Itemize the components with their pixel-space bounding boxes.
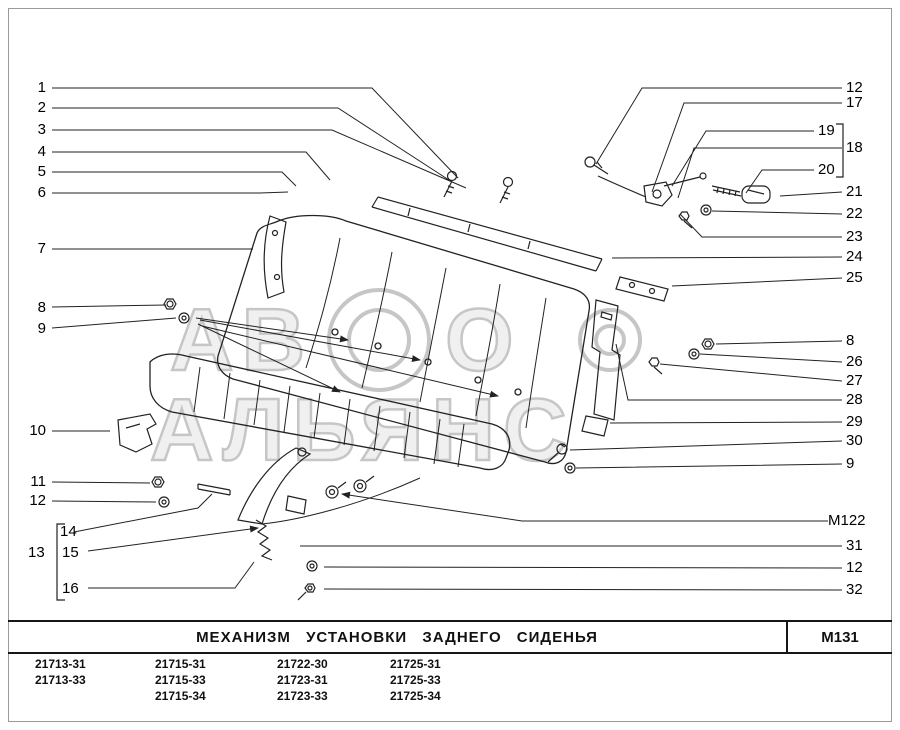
callout-right-32: 32 xyxy=(846,581,863,598)
watermark-text-o: О xyxy=(444,290,522,389)
diagram-title: МЕХАНИЗМ УСТАНОВКИ ЗАДНЕГО СИДЕНЬЯ xyxy=(196,628,598,646)
callout-right-20: 20 xyxy=(818,161,835,178)
leader-lines xyxy=(51,87,843,591)
models-column-1: 21713-31 21713-33 xyxy=(35,656,86,688)
callout-right-9: 9 xyxy=(846,455,855,472)
callout-left-5: 5 xyxy=(37,163,46,180)
callout-right-29: 29 xyxy=(846,413,863,430)
model-number: 21725-33 xyxy=(390,673,441,687)
callout-right-22: 22 xyxy=(846,205,863,222)
callout-left-6: 6 xyxy=(37,184,46,201)
callout-left-16: 16 xyxy=(62,580,79,597)
watermark-text-alyans: АЛЬЯНС xyxy=(149,380,575,479)
page-border xyxy=(8,8,892,722)
top-rail xyxy=(371,170,603,272)
callout-right-30: 30 xyxy=(846,432,863,449)
watermark-ring-icon xyxy=(577,308,642,372)
callout-right-12b: 12 xyxy=(846,559,863,576)
callout-right-25: 25 xyxy=(846,269,863,286)
callout-right-21: 21 xyxy=(846,183,863,200)
model-number: 21715-33 xyxy=(155,673,206,687)
callout-right-26: 26 xyxy=(846,353,863,370)
title-block: МЕХАНИЗМ УСТАНОВКИ ЗАДНЕГО СИДЕНЬЯ M131 xyxy=(8,620,892,654)
callout-right-24: 24 xyxy=(846,248,863,265)
model-number: 21715-31 xyxy=(155,657,206,671)
callout-right-8: 8 xyxy=(846,332,855,349)
callout-left-15: 15 xyxy=(62,544,79,561)
watermark-line2: АЛЬЯНС xyxy=(149,380,575,479)
watermark-line1: АВ О xyxy=(169,288,642,392)
model-number: 21723-33 xyxy=(277,689,328,703)
diagram-code: M131 xyxy=(786,622,892,652)
callout-right-19: 19 xyxy=(818,122,835,139)
model-number: 21723-31 xyxy=(277,673,328,687)
callout-right-23: 23 xyxy=(846,228,863,245)
watermark-text-av: АВ xyxy=(169,290,314,389)
assembly-brackets xyxy=(56,123,844,601)
callout-left-4: 4 xyxy=(37,143,46,160)
callout-right-m122: M122 xyxy=(828,512,866,529)
model-number: 21715-34 xyxy=(155,689,206,703)
callout-left-10: 10 xyxy=(29,422,46,439)
callout-right-17: 17 xyxy=(846,94,863,111)
callout-left-13: 13 xyxy=(28,544,45,561)
callout-left-9: 9 xyxy=(37,320,46,337)
model-number: 21722-30 xyxy=(277,657,328,671)
callout-left-7: 7 xyxy=(37,240,46,257)
model-number: 21713-31 xyxy=(35,657,86,671)
model-number: 21725-31 xyxy=(390,657,441,671)
models-column-2: 21715-31 21715-33 21715-34 xyxy=(155,656,206,704)
hardware-parts xyxy=(117,156,771,601)
callout-left-3: 3 xyxy=(37,121,46,138)
seat-cushion xyxy=(149,353,511,525)
flow-arrows xyxy=(87,317,828,552)
callout-right-12a: 12 xyxy=(846,79,863,96)
model-number: 21725-34 xyxy=(390,689,441,703)
callout-right-18: 18 xyxy=(846,139,863,156)
callout-left-12: 12 xyxy=(29,492,46,509)
seat-back xyxy=(216,214,591,465)
callout-right-28: 28 xyxy=(846,391,863,408)
model-number: 21713-33 xyxy=(35,673,86,687)
callout-left-8: 8 xyxy=(37,299,46,316)
watermark-logo-circle-icon xyxy=(327,288,432,392)
callout-left-1: 1 xyxy=(37,79,46,96)
callout-left-2: 2 xyxy=(37,99,46,116)
models-column-3: 21722-30 21723-31 21723-33 xyxy=(277,656,328,704)
callout-left-11: 11 xyxy=(30,473,46,490)
callout-right-27: 27 xyxy=(846,372,863,389)
models-column-4: 21725-31 21725-33 21725-34 xyxy=(390,656,441,704)
callout-right-31: 31 xyxy=(846,537,863,554)
callout-left-14: 14 xyxy=(60,523,77,540)
